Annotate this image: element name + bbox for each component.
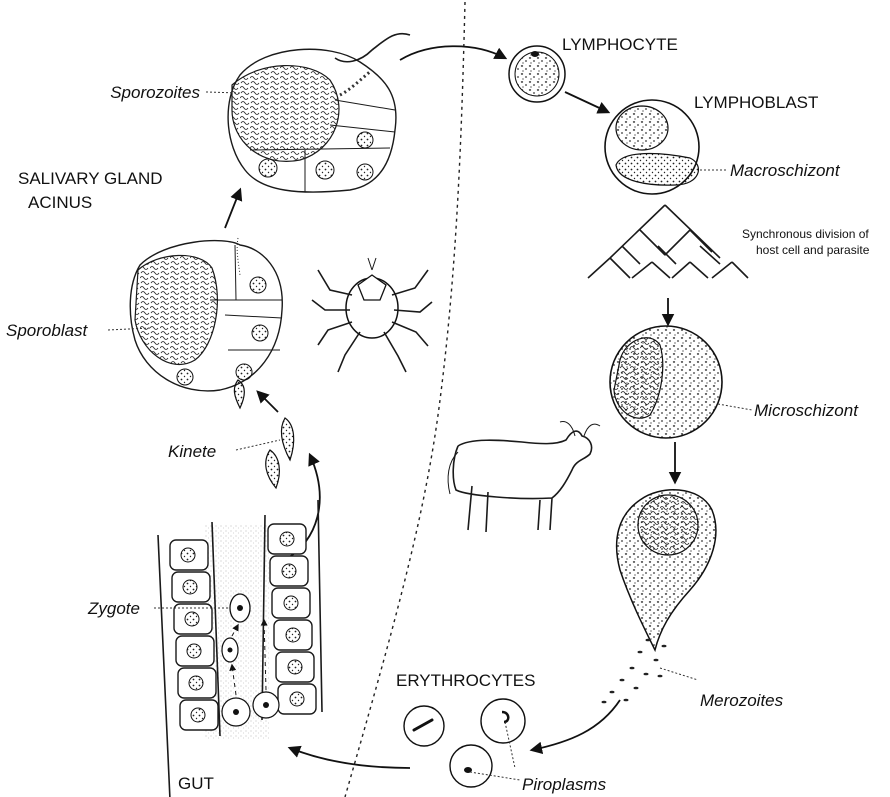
salivary-gland-sporozoites-drawing xyxy=(228,34,410,192)
arrow-to-sporozoites xyxy=(225,190,240,228)
label-microschizont: Microschizont xyxy=(754,401,859,420)
label-piroplasms: Piroplasms xyxy=(522,775,607,794)
arrow-to-lymphocyte xyxy=(400,46,505,60)
label-merozoites: Merozoites xyxy=(700,691,784,710)
label-gut: GUT xyxy=(178,774,214,793)
label-erythrocytes: ERYTHROCYTES xyxy=(396,671,536,690)
label-sync-division-line1: Synchronous division of xyxy=(742,227,869,241)
label-lymphoblast: LYMPHOBLAST xyxy=(694,93,818,112)
kinete-drawing xyxy=(234,380,293,488)
arrow-to-erythrocytes xyxy=(532,700,620,750)
merozoite-release-drawing xyxy=(602,490,716,704)
lymphocyte-drawing xyxy=(509,46,565,102)
arrow-to-gut xyxy=(290,748,410,768)
lymphoblast-macroschizont-drawing xyxy=(605,100,699,194)
sporoblast-drawing xyxy=(130,238,282,391)
label-sporozoites: Sporozoites xyxy=(110,83,200,102)
synchronous-division-lattice xyxy=(588,205,748,278)
arrow-to-sporoblast xyxy=(258,392,278,412)
label-sync-division-line2: host cell and parasite xyxy=(756,243,870,257)
label-sporoblast: Sporoblast xyxy=(6,321,89,340)
gut-drawing xyxy=(158,500,322,797)
label-lymphocyte: LYMPHOCYTE xyxy=(562,35,678,54)
erythrocytes-drawing xyxy=(404,699,525,787)
tick-icon xyxy=(312,258,432,372)
label-zygote: Zygote xyxy=(87,599,140,618)
label-salivary-gland-line1: SALIVARY GLAND xyxy=(18,169,163,188)
label-kinete: Kinete xyxy=(168,442,216,461)
microschizont-drawing xyxy=(610,326,722,438)
label-macroschizont: Macroschizont xyxy=(730,161,841,180)
label-salivary-gland-line2: ACINUS xyxy=(28,193,92,212)
cattle-icon xyxy=(448,422,600,532)
arrow-to-lymphoblast xyxy=(565,92,608,112)
